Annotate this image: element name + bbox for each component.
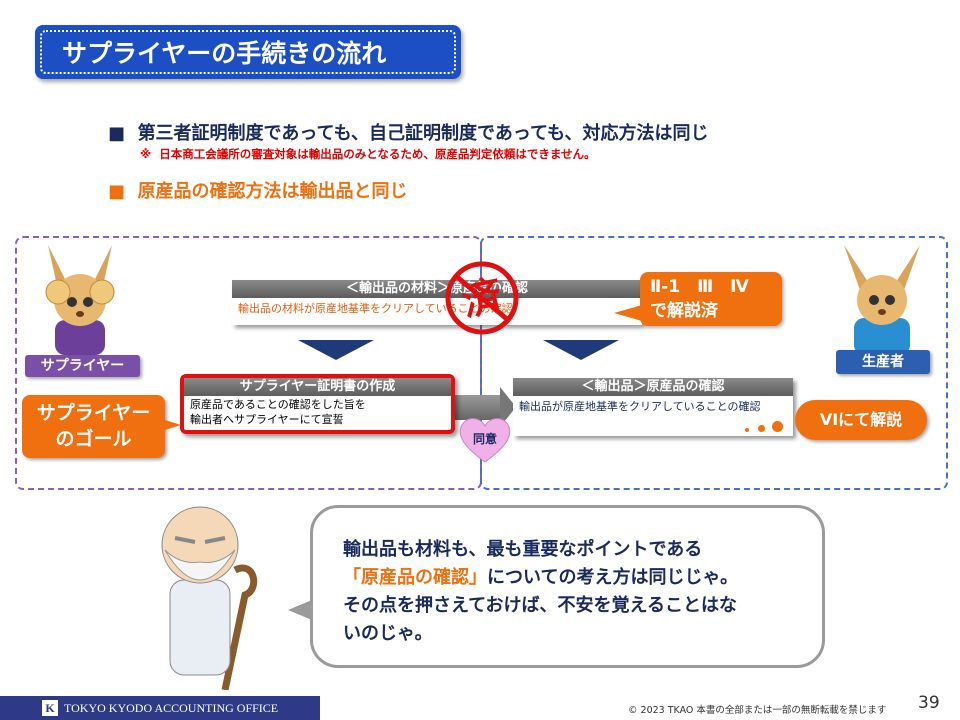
speech-line: いのじゃ。 [343,623,433,644]
bullet-marker: ■ [108,181,126,202]
company-name: TOKYO KYODO ACCOUNTING OFFICE [64,700,279,715]
speech-line: その点を押さえておけば、不安を覚えることはな [343,595,738,616]
elder-character-icon [161,506,258,690]
bullet-2: ■ 原産品の確認方法は輸出品と同じ [108,177,408,203]
stamp-text: 済 [458,272,508,326]
speech-line: 輸出品も材料も、最も重要なポイントである [343,539,703,560]
material-origin-header: ＜輸出品の材料＞原産品の確認 [232,280,642,298]
export-origin-header: ＜輸出品＞原産品の確認 [513,378,793,396]
producer-label: 生産者 [836,350,930,374]
supplier-label: サプライヤー [25,355,140,377]
slide-title-box: サプライヤーの手続きの流れ [35,25,461,79]
flow-arrow [455,395,500,420]
note-marker: ※ [140,147,152,161]
export-origin-box: ＜輸出品＞原産品の確認 輸出品が原産地基準をクリアしていることの確認 [513,378,793,436]
vi-callout: VIにて解説 [795,400,927,440]
callout-line: で解説済 [650,301,718,321]
speech-line: についての考え方は同じじゃ。 [487,567,739,588]
supplier-character-icon [45,245,115,355]
speech-bubble: 輸出品も材料も、最も重要なポイントである 「原産品の確認」についての考え方は同じ… [310,505,825,668]
speech-highlight: 「原産品の確認」 [343,567,487,588]
down-arrow-icon [298,340,374,360]
dot [745,428,749,432]
bullet-1: ■ 第三者証明制度であっても、自己証明制度であっても、対応方法は同じ [108,119,709,145]
supplier-certificate-body: 原産品であることの確認をした旨を [190,398,366,411]
bullet-text: 第三者証明制度であっても、自己証明制度であっても、対応方法は同じ [137,123,709,144]
note: ※ 日本商工会議所の審査対象は輸出品のみとなるため、原産品判定依頼はできません。 [140,146,596,162]
note-text: 日本商工会議所の審査対象は輸出品のみとなるため、原産品判定依頼はできません。 [159,147,596,161]
footer-company-bar: K TOKYO KYODO ACCOUNTING OFFICE [0,696,320,720]
slide-title: サプライヤーの手続きの流れ [40,30,456,74]
producer-character-icon [844,245,920,355]
export-origin-body: 輸出品が原産地基準をクリアしていることの確認 [519,400,761,413]
material-origin-body: 輸出品の材料が原産地基準をクリアしていることの確認 [238,302,513,315]
company-logo-icon: K [42,700,58,716]
material-origin-box: ＜輸出品の材料＞原産品の確認 輸出品の材料が原産地基準をクリアしていることの確認 [232,280,642,325]
callout-line: Ⅱ-1 Ⅲ Ⅳ [650,277,749,297]
down-arrow-icon [543,340,619,360]
callout-pointer [614,305,642,321]
flow-arrow-head [500,387,516,427]
goal-line: のゴール [55,428,132,450]
producer-area [480,236,948,490]
supplier-goal-label: サプライヤー のゴール [22,395,165,458]
bullet-text: 原産品の確認方法は輸出品と同じ [137,181,408,202]
supplier-certificate-header: サプライヤー証明書の作成 [184,378,451,396]
page-number: 39 [918,693,940,713]
supplier-certificate-body: 輸出者へサプライヤーにて宣誓 [190,413,344,426]
goal-pointer [165,420,181,430]
bullet-marker: ■ [108,123,126,144]
heart-icon: 同意 [459,418,511,463]
dot [758,425,765,432]
agree-text: 同意 [473,431,497,446]
speech-pointer [288,600,312,620]
goal-line: サプライヤー [36,402,151,424]
supplier-certificate-box: サプライヤー証明書の作成 原産品であることの確認をした旨を 輸出者へサプライヤー… [180,374,455,434]
copyright: © 2023 TKAO 本書の全部または一部の無断転載を禁じます [628,705,887,716]
dot [772,421,783,432]
completed-stamp: 済 [445,261,519,335]
explained-callout: Ⅱ-1 Ⅲ Ⅳ で解説済 [640,272,782,326]
